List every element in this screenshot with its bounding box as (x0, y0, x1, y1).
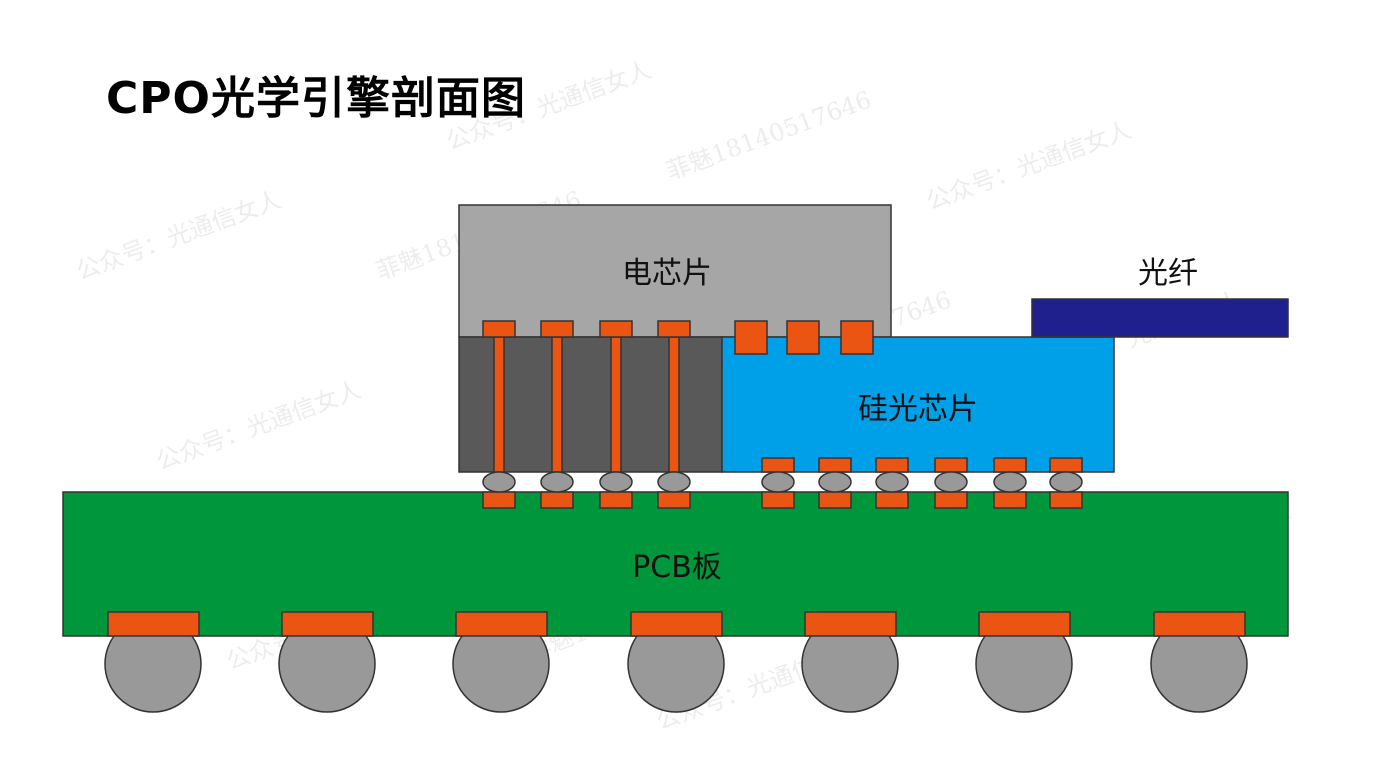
chip-pad (993, 457, 1027, 473)
pcb-pad (1049, 491, 1083, 509)
pcb-pad (993, 491, 1027, 509)
bga-pad (107, 611, 200, 637)
chip-to-chip-pad (840, 320, 874, 355)
bga-pad (804, 611, 897, 637)
micro-bump (1049, 471, 1083, 493)
bga-pad (978, 611, 1071, 637)
micro-bump (934, 471, 968, 493)
pcb-pad (875, 491, 909, 509)
watermark: 公众号：光通信女人 (922, 115, 1135, 215)
micro-bump (482, 471, 516, 493)
watermark: 菲魅18140517646 (662, 85, 875, 185)
pcb-label: PCB板 (632, 550, 722, 585)
tsv (551, 336, 563, 473)
silicon-photonic-chip-label: 硅光芯片 (858, 392, 978, 427)
watermark: 公众号：光通信女人 (72, 185, 285, 285)
silicon-photonic-chip (721, 336, 1115, 473)
pcb-pad (818, 491, 852, 509)
micro-bump (657, 471, 691, 493)
electrical-chip-label: 电芯片 (622, 256, 712, 291)
tsv (610, 336, 622, 473)
watermark: 公众号：光通信女人 (442, 55, 655, 155)
page-title: CPO光学引擎剖面图 (106, 73, 526, 124)
fiber-label: 光纤 (1138, 256, 1198, 291)
optical-fiber (1031, 298, 1289, 338)
pcb-pad (599, 491, 633, 509)
micro-bump (818, 471, 852, 493)
micro-bump (761, 471, 795, 493)
chip-pad (934, 457, 968, 473)
electrical-chip (458, 204, 892, 338)
pcb-pad (540, 491, 574, 509)
bga-pad (1153, 611, 1246, 637)
micro-bump (993, 471, 1027, 493)
pcb-pad (934, 491, 968, 509)
tsv (493, 336, 505, 473)
watermark: 公众号：光通信女人 (152, 375, 365, 475)
tsv (668, 336, 680, 473)
chip-pad (540, 320, 574, 338)
pcb-pad (657, 491, 691, 509)
bga-pad (630, 611, 723, 637)
micro-bump (599, 471, 633, 493)
chip-to-chip-pad (734, 320, 768, 355)
chip-pad (818, 457, 852, 473)
chip-pad (482, 320, 516, 338)
chip-pad (657, 320, 691, 338)
chip-to-chip-pad (786, 320, 820, 355)
bga-pad (281, 611, 374, 637)
micro-bump (540, 471, 574, 493)
chip-pad (875, 457, 909, 473)
chip-pad (1049, 457, 1083, 473)
micro-bump (875, 471, 909, 493)
chip-pad (599, 320, 633, 338)
chip-pad (761, 457, 795, 473)
pcb-pad (761, 491, 795, 509)
bga-pad (455, 611, 548, 637)
pcb-pad (482, 491, 516, 509)
